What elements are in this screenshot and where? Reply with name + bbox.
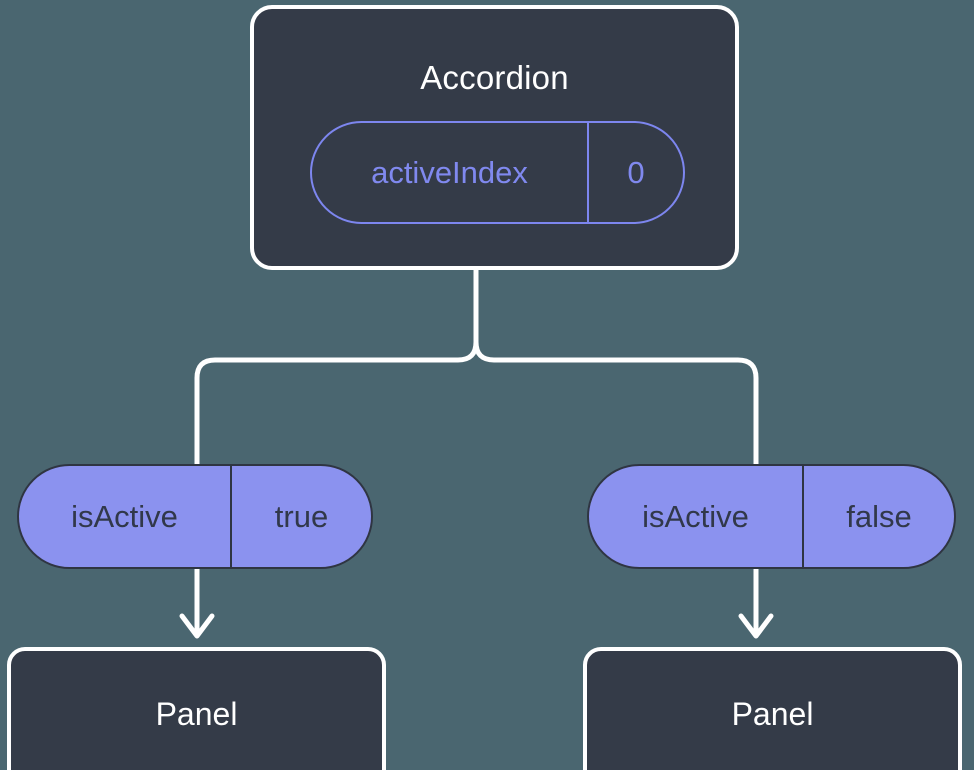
isactive-true-pill[interactable]: isActive true xyxy=(17,464,373,569)
isactive-false-pill[interactable]: isActive false xyxy=(587,464,956,569)
isactive-true-value: true xyxy=(274,498,329,534)
panel-node-right[interactable]: Panel xyxy=(583,647,962,770)
panel-right-title: Panel xyxy=(731,696,814,732)
isactive-true-key: isActive xyxy=(19,466,232,567)
accordion-title: Accordion xyxy=(420,59,569,96)
accordion-component-node[interactable]: Accordion activeIndex 0 xyxy=(250,5,739,270)
connector-fork-path-right xyxy=(473,267,759,467)
arrow-head-right-icon xyxy=(738,613,774,639)
activeindex-prop-pill[interactable]: activeIndex 0 xyxy=(310,121,685,224)
panel-left-title: Panel xyxy=(155,696,238,732)
activeindex-prop-key: activeIndex xyxy=(312,123,589,222)
isactive-false-key: isActive xyxy=(589,466,804,567)
arrow-head-left-icon xyxy=(179,613,215,639)
connector-fork-path xyxy=(194,267,479,467)
activeindex-prop-value: 0 xyxy=(627,154,645,190)
panel-node-left[interactable]: Panel xyxy=(7,647,386,770)
isactive-false-value: false xyxy=(846,498,912,534)
